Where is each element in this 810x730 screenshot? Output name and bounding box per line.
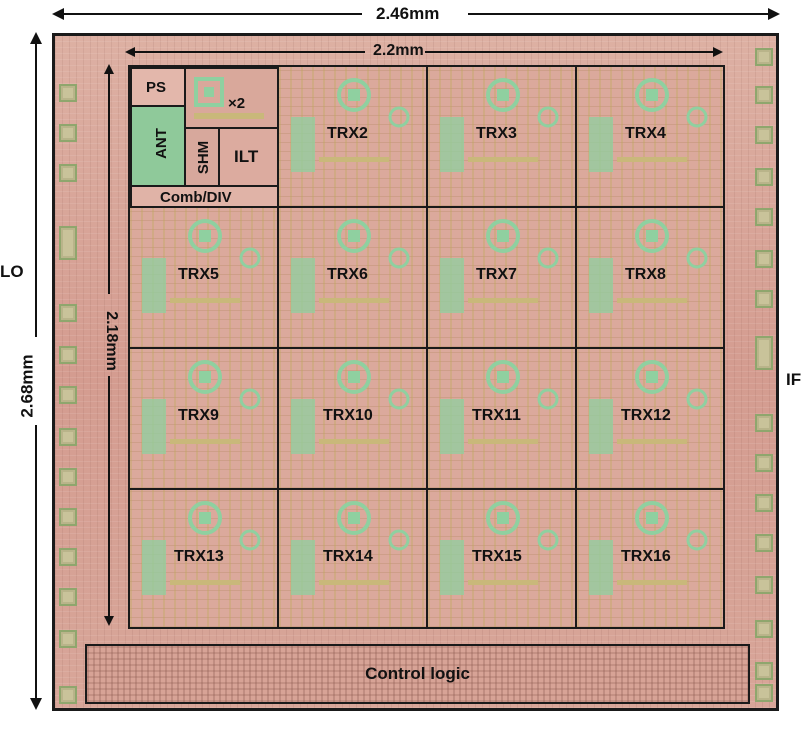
trx-cell: TRX3 bbox=[426, 65, 577, 208]
trx-label: TRX2 bbox=[327, 125, 368, 142]
die-height-label: 2.68mm bbox=[17, 354, 37, 418]
trx-label: TRX7 bbox=[476, 266, 517, 283]
ant-label: ANT bbox=[152, 128, 170, 159]
trx-cell: TRX12 bbox=[575, 347, 725, 490]
trx-label: TRX16 bbox=[621, 548, 671, 565]
trx-label: TRX9 bbox=[178, 407, 219, 424]
trx-label: TRX14 bbox=[323, 548, 373, 565]
trx-cell: TRX11 bbox=[426, 347, 577, 490]
trx-layout bbox=[142, 219, 261, 313]
trx-cell: TRX2 bbox=[277, 65, 428, 208]
trx-cell: TRX9 bbox=[128, 347, 279, 490]
shm-label: SHM bbox=[195, 140, 213, 175]
trx-layout bbox=[291, 360, 410, 454]
trx-label: TRX13 bbox=[174, 548, 224, 565]
trx-layout bbox=[589, 360, 708, 454]
trx-cell: TRX10 bbox=[277, 347, 428, 490]
trx-layout bbox=[142, 360, 261, 454]
trx-layout bbox=[589, 78, 708, 172]
trx-label: TRX8 bbox=[625, 266, 666, 283]
ilt-label: ILT bbox=[234, 147, 259, 166]
trx-label: TRX3 bbox=[476, 125, 517, 142]
ilt-block: ILT bbox=[218, 127, 277, 187]
if-port-label: IF bbox=[786, 370, 802, 389]
array-height-label: 2.18mm bbox=[102, 311, 120, 371]
trx-cell: TRX4 bbox=[575, 65, 725, 208]
comb-div-label: Comb/DIV bbox=[160, 189, 232, 206]
doubler-label: ×2 bbox=[228, 95, 246, 112]
trx-label: TRX10 bbox=[323, 407, 373, 424]
trx-cell: TRX7 bbox=[426, 206, 577, 349]
chip-die: 2.2mm 2.18mm PS ×2 ANT bbox=[52, 33, 779, 711]
transceiver-array: PS ×2 ANT SHM ILT Comb/DIV bbox=[128, 65, 725, 629]
array-width-label: 2.2mm bbox=[373, 42, 424, 59]
die-width-label: 2.46mm bbox=[376, 4, 440, 23]
trx-label: TRX5 bbox=[178, 266, 219, 283]
control-logic-label: Control logic bbox=[365, 664, 470, 683]
trx-layout bbox=[291, 78, 410, 172]
trx-cell: TRX13 bbox=[128, 488, 279, 629]
trx1-cell: PS ×2 ANT SHM ILT Comb/DIV bbox=[128, 65, 279, 208]
trx-layout bbox=[440, 78, 559, 172]
trx-label: TRX4 bbox=[625, 125, 666, 142]
antenna-block: ANT bbox=[130, 105, 186, 187]
ps-block: PS bbox=[130, 67, 186, 107]
trx-cell: TRX6 bbox=[277, 206, 428, 349]
trx-layout bbox=[440, 501, 559, 595]
comb-div-block: Comb/DIV bbox=[130, 185, 277, 206]
trx-cell: TRX5 bbox=[128, 206, 279, 349]
doubler-block: ×2 bbox=[184, 67, 277, 129]
trx-label: TRX12 bbox=[621, 407, 671, 424]
trx-label: TRX11 bbox=[472, 407, 521, 424]
trx-cell: TRX8 bbox=[575, 206, 725, 349]
doubler-layout bbox=[194, 77, 264, 119]
trx-label: TRX6 bbox=[327, 266, 368, 283]
trx-cell: TRX14 bbox=[277, 488, 428, 629]
trx-layout bbox=[142, 501, 261, 595]
trx-layout bbox=[589, 501, 708, 595]
trx-layout bbox=[291, 219, 410, 313]
trx-layout bbox=[291, 501, 410, 595]
shm-block: SHM bbox=[184, 127, 220, 187]
trx-label: TRX15 bbox=[472, 548, 522, 565]
trx-cell: TRX15 bbox=[426, 488, 577, 629]
trx-cell: TRX16 bbox=[575, 488, 725, 629]
control-logic-block: Control logic bbox=[85, 644, 750, 704]
trx-layout bbox=[440, 360, 559, 454]
trx-layout bbox=[440, 219, 559, 313]
ps-label: PS bbox=[146, 79, 167, 96]
lo-port-label: LO bbox=[0, 262, 24, 281]
trx-layout bbox=[589, 219, 708, 313]
